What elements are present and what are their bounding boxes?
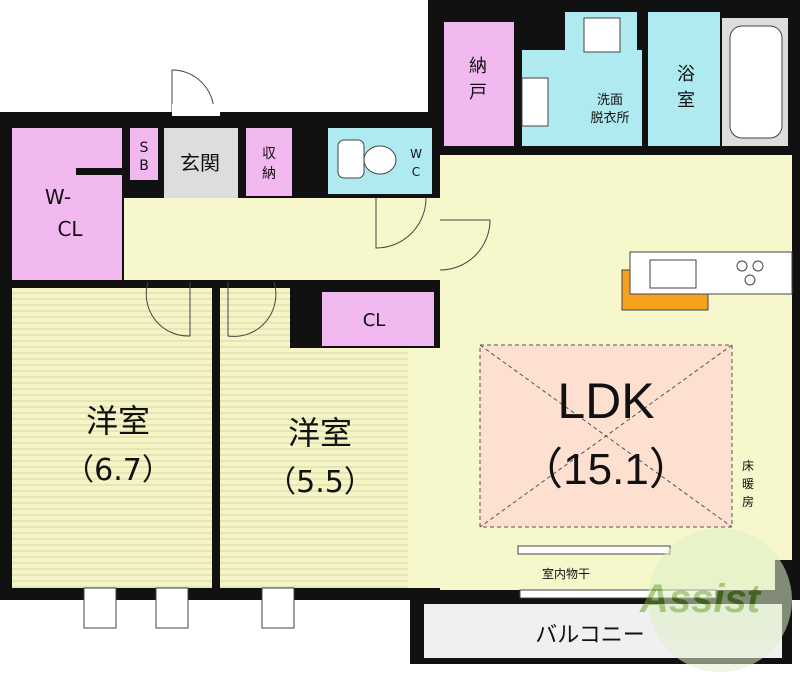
sb-label-2: B — [139, 158, 149, 174]
bath-label-2: 室 — [677, 90, 695, 111]
door-swings — [145, 69, 491, 337]
burner-3 — [744, 274, 756, 286]
room1-name: 洋室 — [86, 402, 150, 440]
room1-window-b — [155, 587, 189, 629]
laundry-rod — [517, 545, 671, 555]
bathtub — [729, 25, 783, 139]
ldk-door — [439, 219, 491, 271]
bath-label-1: 浴 — [677, 64, 695, 85]
entry-door — [171, 69, 215, 113]
ldk-cross-2 — [479, 344, 733, 528]
senmen-label-2: 脱衣所 — [590, 110, 629, 126]
nando-label-1: 納 — [469, 56, 487, 77]
nando-closet — [444, 22, 514, 146]
wc-label-2: C — [412, 165, 420, 179]
room2-door — [227, 281, 277, 337]
floor-heating-1: 床 — [742, 459, 754, 473]
logo-wordmark: Assist — [639, 577, 762, 621]
wcl-closet — [12, 128, 122, 280]
senmen-label-1: 洗面 — [597, 93, 623, 108]
entry-door-gap — [172, 104, 220, 116]
wc-label-1: W — [410, 147, 422, 161]
floor-heating-3: 房 — [742, 494, 754, 509]
room2-size: （5.5） — [266, 465, 374, 500]
kitchen-sink — [649, 259, 697, 289]
logo-disc — [648, 528, 792, 672]
laundry-label: 室内物干 — [542, 566, 590, 581]
shuno-label-1: 収 — [262, 146, 276, 162]
ldk-size: （15.1） — [519, 445, 693, 494]
corridor — [124, 198, 440, 280]
toilet-tank — [337, 139, 365, 179]
toilet-bowl — [363, 145, 397, 175]
genkan-floor — [164, 128, 238, 198]
room2-window — [261, 587, 295, 629]
nando-label-2: 戸 — [469, 82, 487, 103]
cl-label: CL — [363, 310, 386, 331]
sb-label-1: S — [140, 140, 149, 156]
room1-door — [145, 281, 191, 337]
bathroom — [648, 12, 720, 146]
shuno-closet — [246, 128, 292, 196]
room-1-floor — [12, 288, 212, 588]
balcony-label: バルコニー — [535, 623, 645, 648]
genkan-label: 玄関 — [180, 151, 220, 175]
sb-closet — [130, 128, 158, 180]
floor-heating-2: 暖 — [742, 477, 754, 491]
ldk-name: LDK — [557, 373, 654, 429]
kitchen-counter — [629, 251, 793, 295]
room2-name: 洋室 — [288, 414, 352, 452]
burner-2 — [752, 260, 764, 272]
ldk-left-strip — [408, 348, 440, 588]
burner-1 — [736, 260, 748, 272]
wc-door — [375, 197, 427, 249]
washer-pan — [583, 17, 621, 53]
vanity-sink — [521, 77, 549, 127]
cl-closet — [322, 292, 434, 346]
shuno-label-2: 納 — [262, 166, 276, 182]
room1-window-a — [83, 587, 117, 629]
room1-size: （6.7） — [64, 453, 172, 488]
wcl-label-2: CL — [57, 217, 83, 241]
kitchen-bar-counter — [621, 269, 709, 311]
wcl-label-1: W- — [45, 185, 71, 209]
assist-logo: Assist — [639, 528, 792, 672]
wcl-rod — [76, 168, 122, 175]
